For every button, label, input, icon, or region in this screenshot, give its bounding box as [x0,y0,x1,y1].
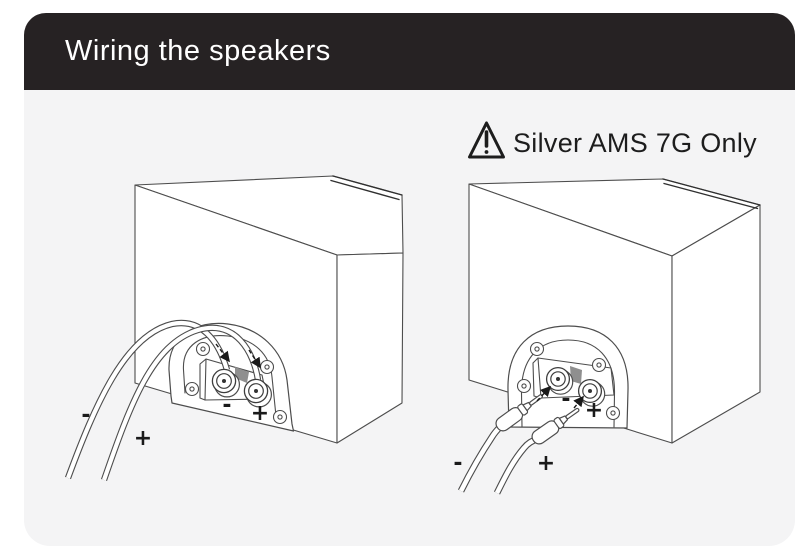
terminal-negative-label: - [222,393,231,418]
left-speaker-diagram: - + - + [64,175,404,482]
warning-note: Silver AMS 7G Only [468,121,757,159]
speaker-wires [64,319,262,482]
cabinet-back-edge [332,175,403,196]
terminal-positive-label: + [585,398,603,423]
banana-plug-positive [531,407,580,445]
warning-triangle-icon [468,121,505,159]
connection-arrows [536,385,584,409]
cabinet-side-face [336,252,404,444]
plate-screw [195,341,211,357]
page-title: Wiring the speakers [65,35,331,67]
plate-screw [529,341,545,357]
plate-screw [259,359,275,375]
manual-page-card: Wiring the speakers Silver AMS 7G Only [24,13,795,546]
arrow-to-positive-post [573,395,584,409]
binding-post-negative [545,366,574,395]
binding-post-positive [577,378,606,407]
terminal-recess-wall [199,358,207,401]
binding-post-negative [211,368,241,398]
warning-text: Silver AMS 7G Only [513,128,757,158]
terminal-recess [537,357,615,399]
plate-screw [591,357,607,373]
wiring-diagram: Silver AMS 7G Only [64,121,761,495]
plate-screw [516,378,532,394]
page-header: Wiring the speakers [24,13,795,90]
terminal-negative-label: - [561,387,570,412]
cable-positive-label: + [537,451,555,476]
wire-positive-label: + [134,426,152,451]
banana-plug-negative [495,394,543,432]
cable-negative-label: - [453,451,462,476]
illustration-panel: Silver AMS 7G Only [24,90,795,546]
cabinet-side-face [671,204,761,444]
arrow-to-positive-post [248,349,261,369]
polarity-labels: - + - + [81,393,269,451]
wire-negative-label: - [81,403,90,428]
polarity-labels: - + - + [453,387,603,476]
cabinet-back-edge [662,178,761,206]
plate-screw [605,405,621,421]
right-speaker-diagram: - + - + [453,178,761,495]
terminal-positive-label: + [251,401,269,426]
connection-arrows [215,343,261,369]
arrow-to-negative-post [536,385,552,402]
binding-post-positive [243,378,273,408]
arrow-to-negative-post [215,343,230,363]
cabinet-back-edge-inner [330,179,400,201]
speaker-cables [457,423,539,495]
cabinet-back-edge-inner [663,182,759,210]
plate-screw [184,381,200,397]
plate-screw [272,409,288,425]
